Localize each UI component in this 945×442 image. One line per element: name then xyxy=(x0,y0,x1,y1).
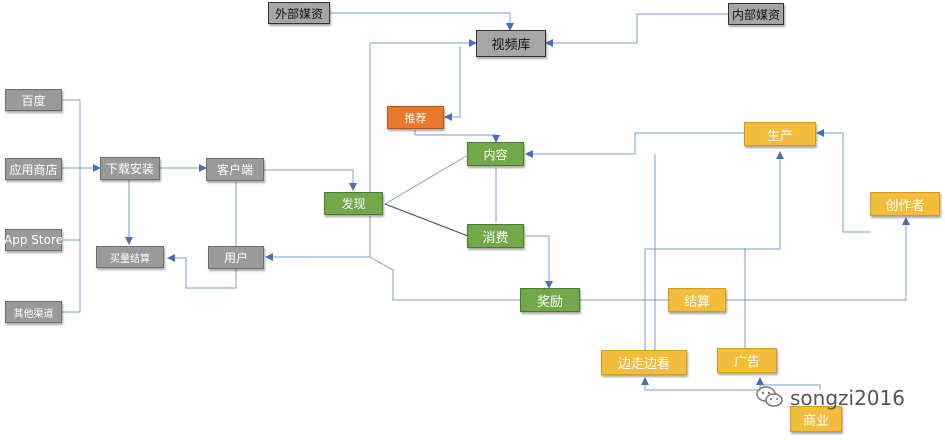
edge-discover-content xyxy=(384,154,469,205)
node-client[interactable]: 客户端 xyxy=(206,158,264,181)
wechat-icon xyxy=(756,386,783,407)
edge-appstore-download xyxy=(62,168,81,241)
node-app-market[interactable]: 应用商店 xyxy=(5,158,62,180)
edge-external-video xyxy=(330,12,514,31)
edge-other-download xyxy=(62,240,81,313)
node-baidu[interactable]: 百度 xyxy=(5,89,62,111)
edge-reward-discover xyxy=(369,256,520,301)
node-content[interactable]: 内容 xyxy=(467,142,524,166)
edge-production-content xyxy=(525,132,744,158)
node-recommend[interactable]: 推荐 xyxy=(387,106,444,129)
edge-video-recommend xyxy=(444,46,461,121)
edge-consume-reward xyxy=(525,235,553,289)
edge-recommend-content xyxy=(414,130,500,143)
node-walk-and-watch[interactable]: 边走边看 xyxy=(601,350,687,375)
node-production[interactable]: 生产 xyxy=(744,122,816,146)
edge-creator-production xyxy=(816,129,870,233)
node-app-store[interactable]: App Store xyxy=(4,229,63,251)
node-creator[interactable]: 创作者 xyxy=(870,192,940,216)
edge-internal-video xyxy=(545,13,728,47)
node-ads[interactable]: 广告 xyxy=(717,348,777,373)
edge-business-ads xyxy=(756,377,821,390)
watermark-text: songzi2016 xyxy=(790,386,905,410)
node-download-install[interactable]: 下载安装 xyxy=(100,157,160,180)
node-buy-settlement[interactable]: 买量结算 xyxy=(96,246,164,268)
node-video-library[interactable]: 视频库 xyxy=(476,30,546,57)
node-other-channels[interactable]: 其他渠道 xyxy=(5,301,62,323)
edge-business-walk xyxy=(641,377,761,391)
edge-discover-user xyxy=(265,216,371,261)
node-reward[interactable]: 奖励 xyxy=(520,288,580,312)
node-user[interactable]: 用户 xyxy=(208,246,264,269)
node-business[interactable]: 商业 xyxy=(790,406,842,432)
node-internal-media[interactable]: 内部媒资 xyxy=(728,3,784,25)
node-consume[interactable]: 消费 xyxy=(467,224,524,248)
node-discover[interactable]: 发现 xyxy=(324,192,383,215)
edge-discover-video xyxy=(369,39,477,192)
edge-baidu-download xyxy=(62,99,81,168)
edge-client-user xyxy=(167,182,237,289)
node-settlement[interactable]: 结算 xyxy=(668,288,726,312)
edge-reward-creator xyxy=(580,217,910,301)
edge-client-discover xyxy=(264,169,357,191)
edge-discover-consume xyxy=(384,203,469,237)
node-external-media[interactable]: 外部媒资 xyxy=(268,2,330,24)
edge-walk-production xyxy=(644,151,784,350)
